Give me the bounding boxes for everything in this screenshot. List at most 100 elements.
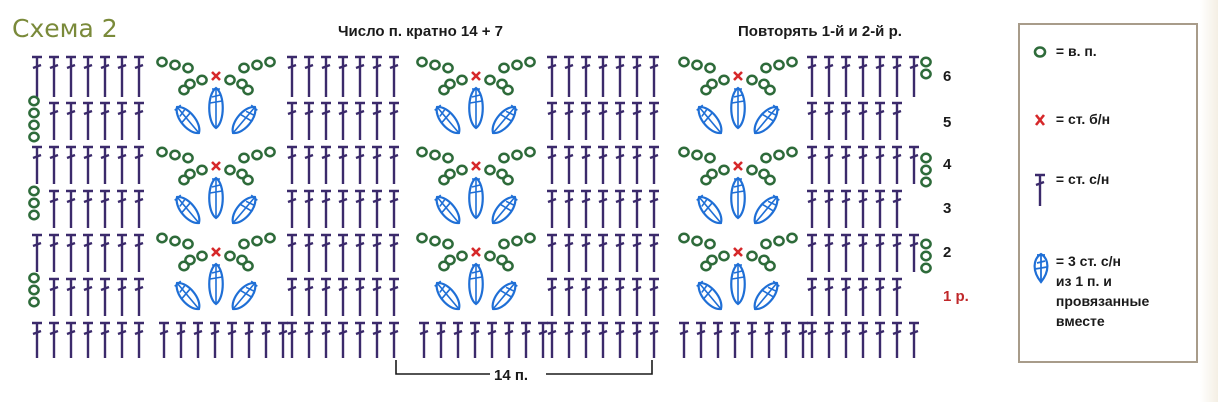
double-crochet-stitch — [100, 145, 110, 184]
cluster-stitch — [753, 194, 780, 225]
chain-stitch — [764, 84, 776, 96]
chain-stitch — [920, 176, 932, 188]
double-crochet-stitch — [504, 321, 514, 358]
chain-stitch — [511, 149, 523, 161]
double-crochet-stitch — [83, 55, 93, 97]
chain-stitch-icon — [1033, 46, 1047, 59]
chain-stitch — [691, 59, 703, 71]
double-crochet-stitch — [66, 277, 76, 316]
double-crochet-stitch — [321, 277, 331, 316]
legend-double-crochet: = ст. с/н — [1030, 171, 1109, 209]
double-crochet-stitch — [66, 233, 76, 272]
chain-stitch — [920, 68, 932, 80]
chain-stitch — [182, 238, 194, 250]
cluster-stitch — [730, 86, 746, 130]
double-crochet-stitch — [598, 321, 608, 358]
chain-stitch — [28, 197, 40, 209]
double-crochet-stitch — [730, 321, 740, 358]
double-crochet-stitch — [649, 233, 659, 272]
double-crochet-stitch — [598, 145, 608, 184]
double-crochet-stitch — [32, 55, 42, 97]
double-crochet-stitch — [632, 321, 642, 358]
double-crochet-stitch — [892, 101, 902, 140]
double-crochet-stitch — [875, 277, 885, 316]
double-crochet-stitch — [83, 277, 93, 316]
chain-stitch — [178, 84, 190, 96]
double-crochet-stitch — [615, 55, 625, 97]
chain-stitch — [236, 168, 248, 180]
double-crochet-stitch — [581, 189, 591, 228]
chain-stitch — [758, 254, 770, 266]
double-crochet-stitch — [649, 277, 659, 316]
double-crochet-stitch — [304, 145, 314, 184]
double-crochet-stitch — [824, 321, 834, 358]
double-crochet-stitch — [875, 55, 885, 97]
double-crochet-stitch — [134, 233, 144, 272]
double-crochet-stitch — [875, 321, 885, 358]
double-crochet-stitch — [338, 189, 348, 228]
chain-stitch — [718, 74, 730, 86]
double-crochet-stitch — [100, 233, 110, 272]
double-crochet-stitch — [875, 101, 885, 140]
double-crochet-stitch — [389, 321, 399, 358]
double-crochet-stitch — [615, 145, 625, 184]
chain-stitch — [28, 209, 40, 221]
chain-stitch — [178, 174, 190, 186]
chain-stitch — [242, 260, 254, 272]
double-crochet-stitch — [875, 145, 885, 184]
cluster-stitch — [208, 176, 224, 220]
chain-stitch — [156, 146, 168, 158]
chain-stitch — [28, 131, 40, 143]
chain-stitch — [920, 262, 932, 274]
chain-stitch — [456, 74, 468, 86]
chain-stitch — [496, 254, 508, 266]
chain-stitch — [746, 164, 758, 176]
double-crochet-stitch — [321, 233, 331, 272]
chain-stitch — [28, 284, 40, 296]
cluster-stitch — [208, 86, 224, 130]
double-crochet-stitch — [304, 101, 314, 140]
double-crochet-stitch — [521, 321, 531, 358]
chain-stitch — [156, 232, 168, 244]
double-crochet-stitch — [807, 277, 817, 316]
double-crochet-stitch — [909, 233, 919, 272]
double-crochet-stitch — [824, 277, 834, 316]
double-crochet-stitch — [287, 189, 297, 228]
double-crochet-stitch — [49, 233, 59, 272]
chain-stitch — [224, 74, 236, 86]
cluster-stitch — [208, 262, 224, 306]
double-crochet-stitch — [49, 145, 59, 184]
double-crochet-stitch — [564, 189, 574, 228]
double-crochet-stitch — [355, 189, 365, 228]
double-crochet-stitch — [389, 55, 399, 97]
double-crochet-stitch — [419, 321, 429, 358]
double-crochet-stitch — [287, 321, 297, 358]
double-crochet-stitch — [841, 277, 851, 316]
chain-stitch — [498, 238, 510, 250]
chain-stitch — [156, 56, 168, 68]
cluster-stitch — [468, 86, 484, 130]
chain-stitch — [511, 59, 523, 71]
double-crochet-stitch — [453, 321, 463, 358]
chain-stitch — [678, 56, 690, 68]
chain-stitch — [786, 232, 798, 244]
double-crochet-stitch — [470, 321, 480, 358]
double-crochet-stitch — [49, 101, 59, 140]
stitch-multiple-caption: Число п. кратно 14 + 7 — [338, 23, 504, 40]
double-crochet-stitch — [338, 321, 348, 358]
double-crochet-stitch — [372, 101, 382, 140]
chain-stitch — [691, 235, 703, 247]
double-crochet-stitch — [355, 277, 365, 316]
double-crochet-stitch — [841, 189, 851, 228]
chain-stitch — [444, 254, 456, 266]
double-crochet-stitch — [747, 321, 757, 358]
chain-stitch — [678, 232, 690, 244]
double-crochet-stitch — [49, 189, 59, 228]
double-crochet-stitch — [355, 55, 365, 97]
repeat-bracket-label: 14 п. — [494, 367, 528, 384]
chain-stitch — [442, 62, 454, 74]
chain-stitch — [251, 59, 263, 71]
double-crochet-stitch — [649, 101, 659, 140]
double-crochet-stitch — [632, 277, 642, 316]
double-crochet-stitch — [564, 321, 574, 358]
